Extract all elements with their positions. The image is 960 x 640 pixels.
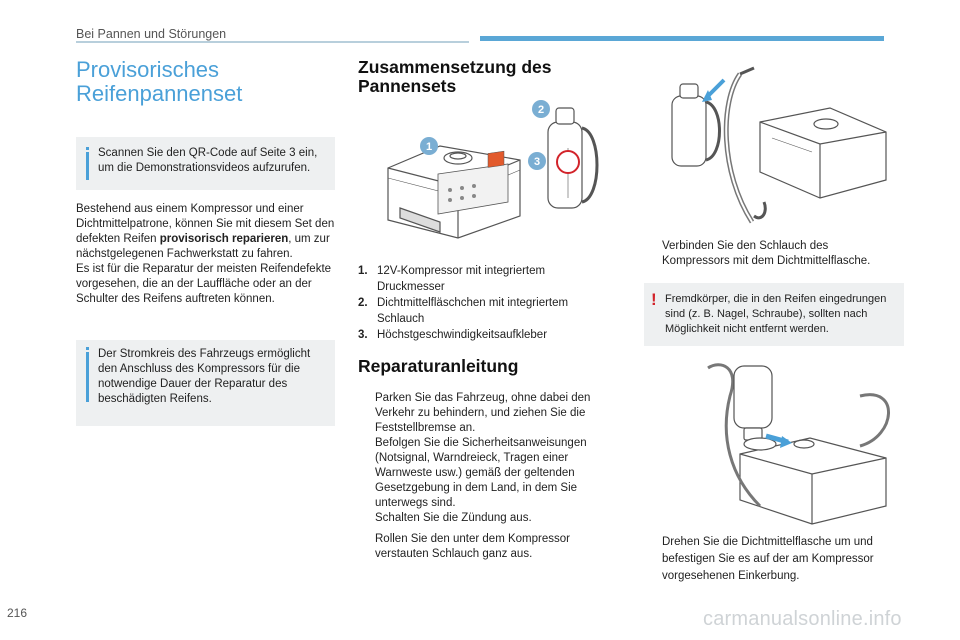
info-icon: [86, 347, 89, 402]
item-text: Höchstgeschwindigkeitsaufkleber: [377, 329, 548, 341]
page-title: Provisorisches Reifenpannenset: [76, 57, 243, 106]
info-box-qr: Scannen Sie den QR-Code auf Seite 3 ein,…: [76, 137, 335, 190]
composition-title: Zusammensetzung des Pannensets: [358, 57, 552, 96]
intro-bold: provisorisch reparieren: [159, 233, 289, 245]
warning-text: Fremdkörper, die in den Reifen eingedrun…: [665, 293, 887, 335]
step-text: Parken Sie das Fahrzeug, ohne dabei den …: [375, 392, 591, 434]
connect-step: Verbinden Sie den Schlauch des Kompresso…: [645, 239, 895, 269]
badge-2-label: 2: [538, 104, 544, 116]
item-text: 12V-Kompressor mit integriertem Druckmes…: [377, 265, 546, 293]
step-text: Schalten Sie die Zündung aus.: [375, 512, 532, 524]
warning-box: ! Fremdkörper, die in den Reifen eingedr…: [644, 283, 904, 346]
repair-title: Reparaturanleitung: [358, 356, 519, 376]
intro-part1: Bestehend aus einem Kompressor und einer…: [76, 203, 335, 245]
item-number: 3.: [358, 329, 368, 341]
warning-icon: !: [651, 290, 657, 309]
info-icon: [86, 147, 89, 180]
badge-1: 1: [420, 137, 438, 155]
rotate-bottle-illustration: [707, 363, 890, 525]
item-text: Dichtmittelfläschchen mit integriertem S…: [377, 297, 569, 325]
badge-3: 3: [528, 152, 546, 170]
info-qr-text: Scannen Sie den QR-Code auf Seite 3 ein,…: [98, 147, 318, 174]
info-circuit-text: Der Stromkreis des Fahrzeugs ermöglicht …: [98, 348, 311, 405]
rotate-step: Drehen Sie die Dichtmittelflasche um und…: [645, 534, 895, 585]
step-item: Rollen Sie den unter dem Kompressor vers…: [358, 532, 613, 562]
intro-para2: Es ist für die Reparatur der meisten Rei…: [76, 263, 332, 305]
badge-2: 2: [532, 100, 550, 118]
step-item: Drehen Sie die Dichtmittelflasche um und…: [645, 534, 895, 585]
composition-list: 1. 12V-Kompressor mit integriertem Druckm…: [358, 263, 608, 343]
running-header: Bei Pannen und Störungen: [76, 27, 227, 41]
list-item: 3. Höchstgeschwindigkeitsaufkleber: [358, 327, 608, 343]
step-item: Parken Sie das Fahrzeug, ohne dabei den …: [358, 391, 613, 436]
step-text: Befolgen Sie die Sicherheitsanweisungen …: [375, 437, 587, 509]
repair-steps: Parken Sie das Fahrzeug, ohne dabei den …: [358, 391, 613, 562]
step-text: Drehen Sie die Dichtmittelflasche um und…: [662, 536, 874, 582]
step-item: Verbinden Sie den Schlauch des Kompresso…: [645, 239, 895, 269]
badge-1-label: 1: [426, 141, 432, 153]
page-number: 216: [7, 606, 28, 620]
info-box-circuit: Der Stromkreis des Fahrzeugs ermöglicht …: [76, 340, 335, 426]
step-text: Verbinden Sie den Schlauch des Kompresso…: [662, 240, 871, 267]
intro-text: Bestehend aus einem Kompressor und einer…: [76, 202, 338, 307]
step-text: Rollen Sie den unter dem Kompressor vers…: [375, 533, 570, 560]
header-rule: [76, 41, 469, 43]
intro-part2: , um zur nächstgelegenen Fachwerkstatt z…: [76, 233, 330, 260]
list-item: 2. Dichtmittelfläschchen mit integriertem…: [358, 295, 608, 327]
step-item: Befolgen Sie die Sicherheitsanweisungen …: [358, 436, 613, 511]
badge-3-label: 3: [534, 156, 540, 168]
watermark-logo: carmanualsonline.info: [703, 608, 902, 630]
connect-hose-illustration: [671, 66, 887, 224]
list-item: 1. 12V-Kompressor mit integriertem Druckm…: [358, 263, 608, 295]
header-accent-bar: [480, 36, 884, 41]
step-item: Schalten Sie die Zündung aus.: [358, 511, 613, 526]
item-number: 1.: [358, 265, 368, 277]
item-number: 2.: [358, 297, 368, 309]
kit-illustration: 1 2 3: [387, 100, 599, 239]
